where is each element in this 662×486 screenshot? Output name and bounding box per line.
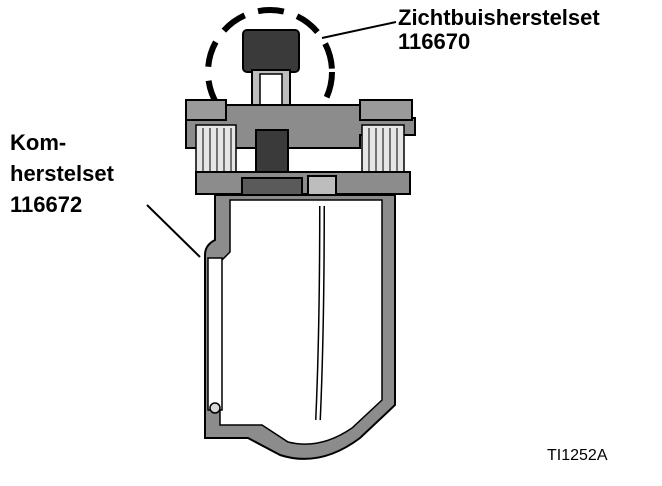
- bowl-kit-name-line2: herstelset: [10, 161, 114, 186]
- head-right-boss: [359, 99, 413, 121]
- right-thread: [361, 124, 405, 181]
- head-left-boss: [185, 99, 227, 121]
- sight-tube-leader-line: [321, 21, 397, 39]
- sight-tube-kit-name: Zichtbuisherstelset: [398, 5, 600, 30]
- sight-tube-knob: [242, 29, 300, 73]
- drain-tube-inner: [316, 205, 324, 421]
- bowl-interior: [219, 199, 383, 445]
- sight-tube-glass: [259, 73, 283, 109]
- figure-id: TI1252A: [547, 447, 608, 464]
- bowl-kit-name-line1: Kom-: [10, 130, 67, 155]
- bowl-kit-label: Kom- herstelset 116672: [10, 127, 114, 220]
- sight-ball: [209, 402, 221, 414]
- left-thread: [195, 124, 237, 181]
- bowl-kit-part-number: 116672: [10, 192, 83, 217]
- sight-tube-kit-part-number: 116670: [398, 29, 471, 54]
- bowl-leader-line: [146, 204, 201, 258]
- bowl-sight-window: [207, 257, 223, 411]
- sight-tube-kit-label: Zichtbuisherstelset 116670: [398, 6, 600, 54]
